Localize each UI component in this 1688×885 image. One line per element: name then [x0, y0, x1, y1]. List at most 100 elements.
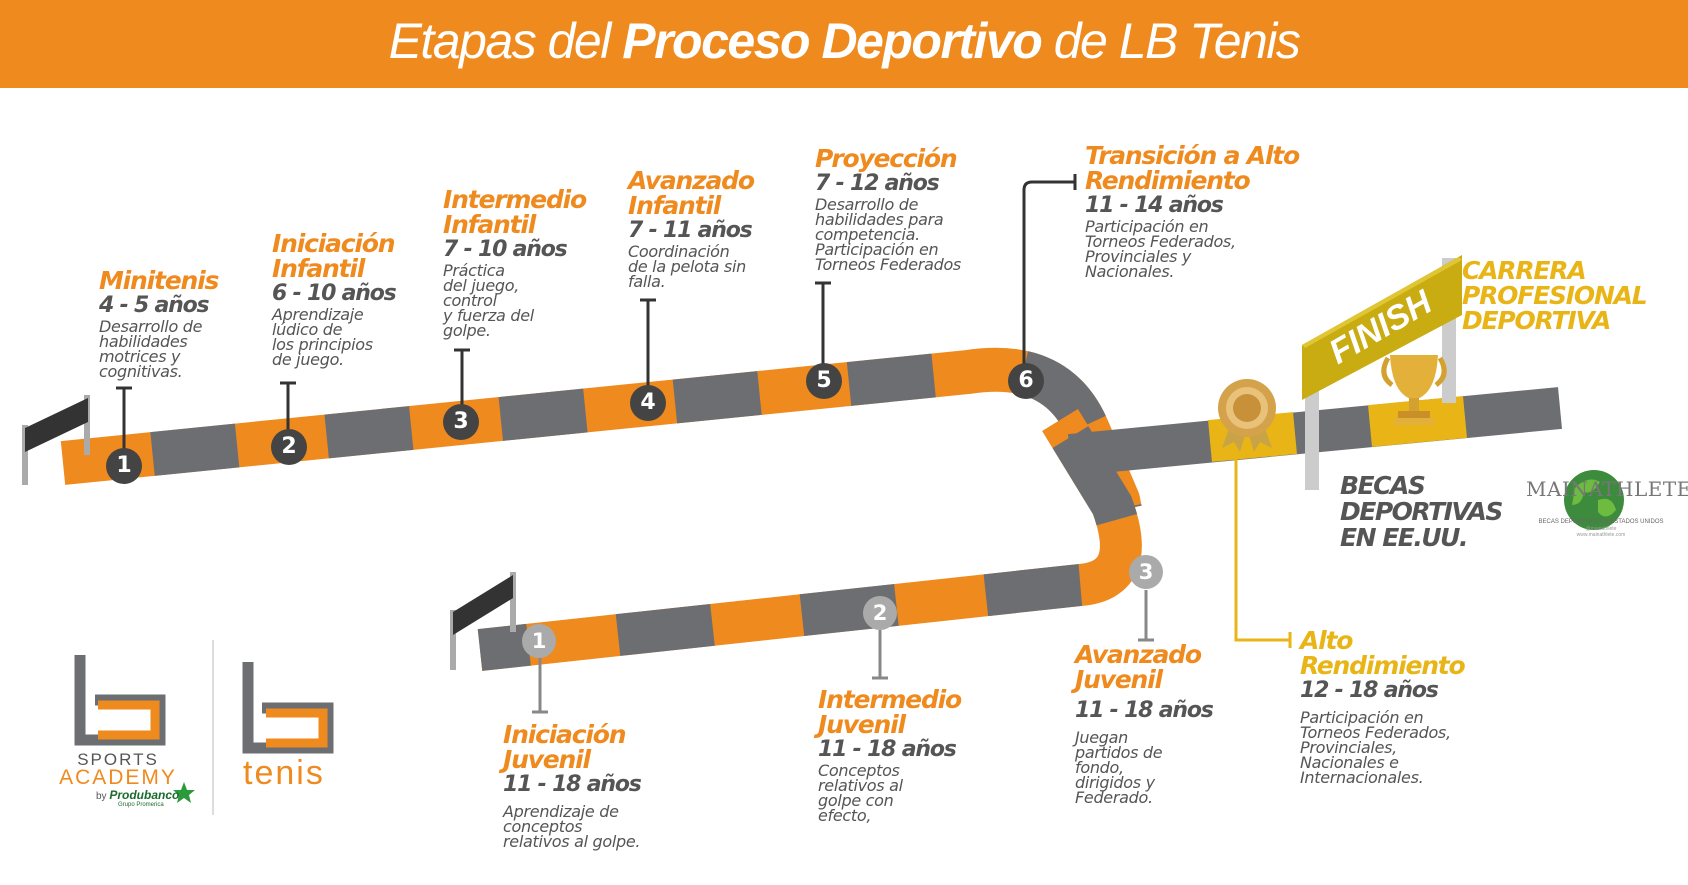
juvenil-3-title: Avanzado Juvenil	[1075, 640, 1202, 694]
alto-leader-line	[1234, 455, 1290, 642]
stage-5-label: Proyección 7 - 12 años Desarrollo de hab…	[815, 146, 961, 274]
stage-2-label: Iniciación Infantil 6 - 10 años Aprendiz…	[272, 229, 422, 369]
stage-4-desc-line: falla.	[628, 272, 666, 291]
stage-1-desc-line: cognitivas.	[99, 362, 183, 381]
leader-lines	[116, 174, 1077, 452]
stage-3-desc-line: golpe.	[443, 321, 491, 340]
juvenil-2-ages: 11 - 18 años	[818, 737, 957, 762]
alto-rendimiento-label: Alto Rendimiento 12 - 18 años Participac…	[1300, 628, 1500, 787]
lower-road-stripes	[477, 409, 1142, 671]
alto-ages: 12 - 18 años	[1300, 678, 1439, 703]
stage-6-desc-line: Participación en	[1085, 217, 1209, 236]
alto-desc-line: Participación en	[1300, 708, 1424, 727]
start-gate-upper	[22, 395, 90, 485]
upper-road-stripes	[60, 347, 1142, 515]
juvenil-2-desc-line: Conceptos	[818, 761, 900, 780]
juvenil-3-label: Avanzado Juvenil 11 - 18 años Juegan par…	[1075, 640, 1225, 807]
stage-5-desc-line: Torneos Federados	[815, 255, 961, 274]
stage-5-marker: 5	[806, 363, 842, 399]
stage-2-title: Iniciación Infantil	[272, 229, 395, 283]
stage-5-desc-line: Participación en	[815, 240, 939, 259]
stage-3-marker: 3	[443, 404, 479, 440]
medal-icon	[1218, 379, 1276, 452]
becas-line: DEPORTIVAS	[1340, 497, 1503, 526]
stage-1-title: Minitenis	[99, 266, 219, 295]
stage-1-desc-line: Desarrollo de	[99, 317, 203, 336]
juvenil-3-desc-line: fondo,	[1075, 758, 1124, 777]
title-prefix: Etapas del	[388, 13, 623, 69]
career-line: DEPORTIVA	[1462, 306, 1611, 335]
becas-line: EN EE.UU.	[1340, 523, 1468, 552]
becas-label: BECAS DEPORTIVAS EN EE.UU.	[1340, 471, 1503, 552]
stage-1-desc-line: habilidades	[99, 332, 188, 351]
mainathlete-logo: MAINATHLETE BECAS DEPORTIVAS EN ESTADOS …	[1526, 477, 1688, 538]
alto-desc-line: Torneos Federados,	[1300, 723, 1451, 742]
juvenil-1-desc-line: Aprendizaje de	[503, 802, 619, 821]
career-label: CARRERA PROFESIONAL DEPORTIVA	[1462, 256, 1648, 335]
stage-3-label: Intermedio Infantil 7 - 10 años Práctica…	[443, 185, 603, 340]
stage-5-desc-line: competencia.	[815, 225, 920, 244]
juvenil-2-desc-line: efecto,	[818, 806, 872, 825]
stage-3-title: Intermedio Infantil	[443, 185, 587, 239]
mainathlete-name: MAINATHLETE	[1526, 477, 1688, 501]
trophy-icon	[1381, 355, 1447, 425]
stage-3-ages: 7 - 10 años	[443, 237, 568, 262]
stage-6-ages: 11 - 14 años	[1085, 193, 1224, 218]
stage-6-desc-line: Provinciales y	[1085, 247, 1192, 266]
produbanco-text: Produbanco	[109, 788, 180, 802]
leader-lines-juvenil	[532, 590, 1154, 714]
alto-desc-line: Internacionales.	[1300, 768, 1424, 787]
juvenil-3-desc-line: dirigidos y	[1075, 773, 1155, 792]
juvenil-3-ages: 11 - 18 años	[1075, 698, 1214, 723]
juvenil-2-desc-line: golpe con	[818, 791, 894, 810]
stage-3-desc-line: Práctica	[443, 261, 505, 280]
juvenil-3-desc-line: Juegan	[1075, 728, 1129, 747]
juvenil-1-desc-line: conceptos	[503, 817, 583, 836]
stage-4-label: Avanzado Infantil 7 - 11 años Coordinaci…	[628, 168, 778, 291]
juvenil-1-ages: 11 - 18 años	[503, 772, 642, 797]
lower-road	[477, 409, 1142, 671]
mainathlete-website: www.mainathlete.com	[1576, 532, 1626, 538]
becas-line: BECAS	[1340, 471, 1426, 500]
stage-2-ages: 6 - 10 años	[272, 281, 397, 306]
stage-5-desc-line: Desarrollo de	[815, 195, 919, 214]
career-line: CARRERA	[1462, 256, 1587, 285]
stage-4-ages: 7 - 11 años	[628, 218, 753, 243]
stage-6-desc-line: Torneos Federados,	[1085, 232, 1236, 251]
stage-2-desc-line: los principios	[272, 335, 373, 354]
stage-1-label: Minitenis 4 - 5 años Desarrollo de habil…	[99, 266, 219, 381]
stage-4-desc-line: Coordinación	[628, 242, 730, 261]
stage-2-desc-line: Aprendizaje	[272, 305, 364, 324]
juvenil-2-label: Intermedio Juvenil 11 - 18 años Concepto…	[818, 685, 978, 825]
mainathlete-handle: @mainathlete	[1585, 526, 1617, 532]
title-suffix: de LB Tenis	[1041, 13, 1301, 69]
juvenil-1-desc-line: relativos al golpe.	[503, 832, 641, 851]
stage-3-desc-line: y fuerza del	[443, 306, 534, 325]
title-bold: Proceso Deportivo	[622, 13, 1043, 69]
juvenil-1-marker: 1	[522, 624, 556, 658]
stage-3-desc-line: del juego,	[443, 276, 519, 295]
mainathlete-subtitle: BECAS DEPORTIVAS EN ESTADOS UNIDOS	[1538, 519, 1664, 525]
stage-6-desc-line: Nacionales.	[1085, 262, 1175, 281]
lb-tenis-logo-mark	[242, 662, 334, 754]
juvenil-2-desc-line: relativos al	[818, 776, 903, 795]
stage-1-marker: 1	[106, 448, 142, 484]
stage-6-title: Transición a Alto Rendimiento	[1085, 141, 1300, 195]
juvenil-2-marker: 2	[863, 596, 897, 630]
juvenil-3-desc-line: Federado.	[1075, 788, 1153, 807]
stage-3-desc-line: control	[443, 291, 497, 310]
stage-6-marker: 6	[1008, 363, 1044, 399]
stage-5-desc-line: habilidades para	[815, 210, 944, 229]
juvenil-1-label: Iniciación Juvenil 11 - 18 años Aprendiz…	[503, 722, 653, 851]
juvenil-2-title: Intermedio Juvenil	[818, 685, 962, 739]
stage-2-desc-line: de juego.	[272, 350, 344, 369]
juvenil-3-desc-line: partidos de	[1075, 743, 1163, 762]
alto-desc-line: Nacionales e	[1300, 753, 1399, 772]
stage-1-ages: 4 - 5 años	[99, 293, 210, 318]
alto-desc-line: Provinciales,	[1300, 738, 1397, 757]
globe-icon	[1564, 470, 1624, 530]
star-icon	[173, 782, 195, 803]
stage-6-label: Transición a Alto Rendimiento 11 - 14 añ…	[1085, 141, 1325, 281]
page-title: Etapas del Proceso Deportivo de LB Tenis	[0, 12, 1688, 70]
